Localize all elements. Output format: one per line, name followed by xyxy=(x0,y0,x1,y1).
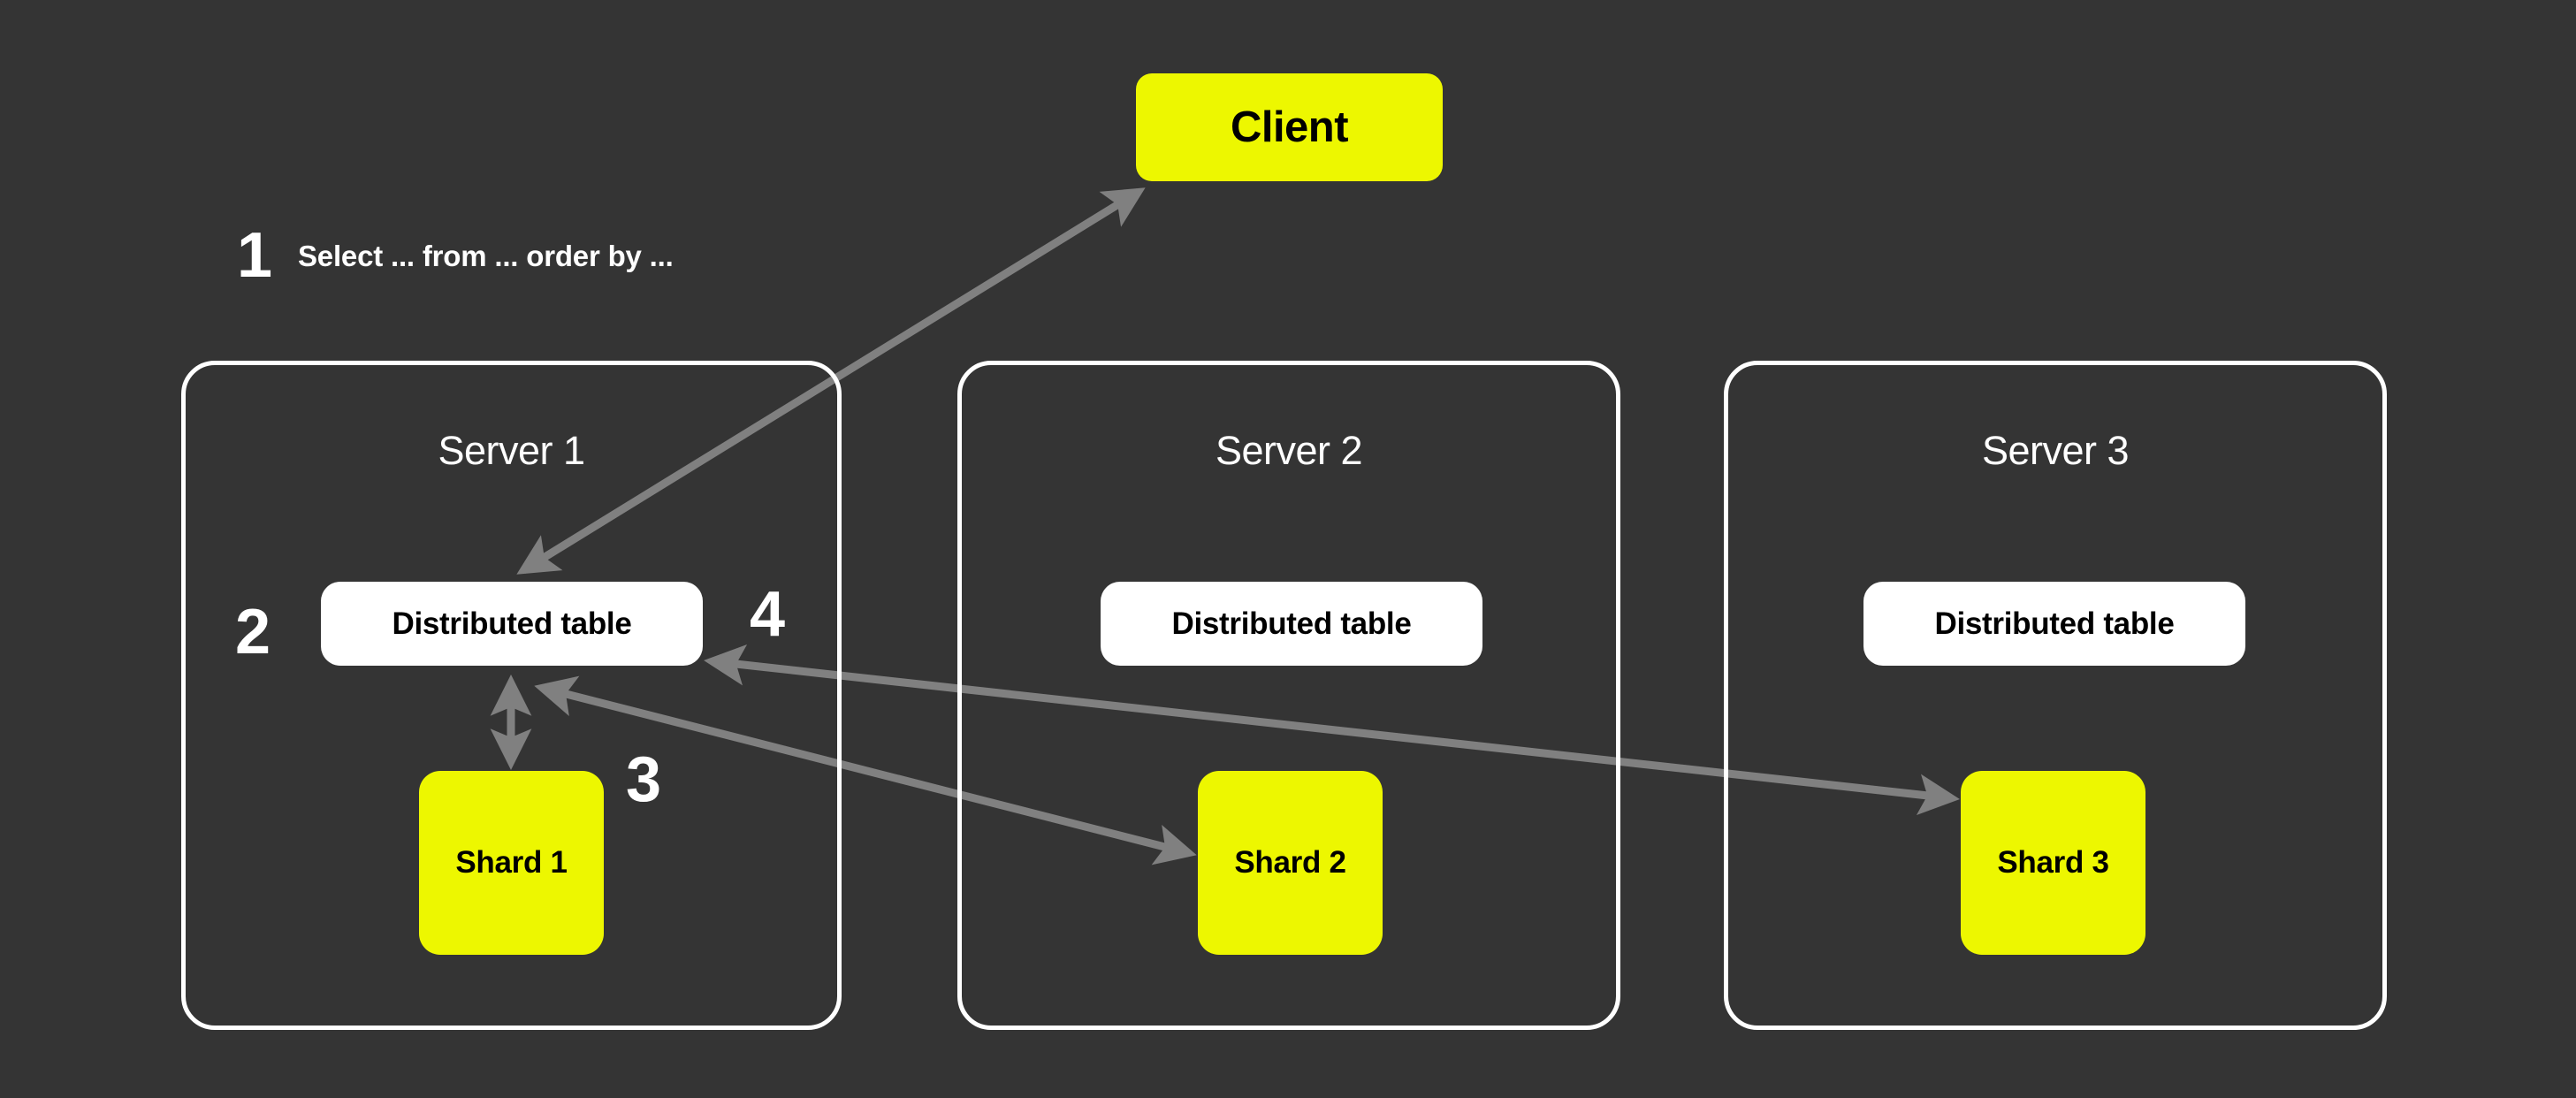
distributed-table-node-1[interactable]: Distributed table xyxy=(321,582,703,666)
step-number-4: 4 xyxy=(749,579,786,650)
query-caption: Select ... from ... order by ... xyxy=(298,240,674,272)
step-number-2: 2 xyxy=(234,597,271,667)
client-node[interactable]: Client xyxy=(1136,73,1443,181)
distributed-table-node-3[interactable]: Distributed table xyxy=(1863,582,2245,666)
server-3-title: Server 3 xyxy=(1981,428,2130,473)
step-number-1: 1 xyxy=(236,220,273,291)
server-2-title: Server 2 xyxy=(1215,428,1363,473)
server-panel-1 xyxy=(181,361,842,1030)
server-panel-3 xyxy=(1724,361,2387,1030)
server-1-title: Server 1 xyxy=(438,428,585,473)
server-panel-2 xyxy=(957,361,1620,1030)
step-number-3: 3 xyxy=(625,744,662,815)
shard-node-1[interactable]: Shard 1 xyxy=(419,771,604,955)
shard-node-2[interactable]: Shard 2 xyxy=(1198,771,1383,955)
distributed-table-node-2[interactable]: Distributed table xyxy=(1101,582,1482,666)
shard-node-3[interactable]: Shard 3 xyxy=(1961,771,2145,955)
